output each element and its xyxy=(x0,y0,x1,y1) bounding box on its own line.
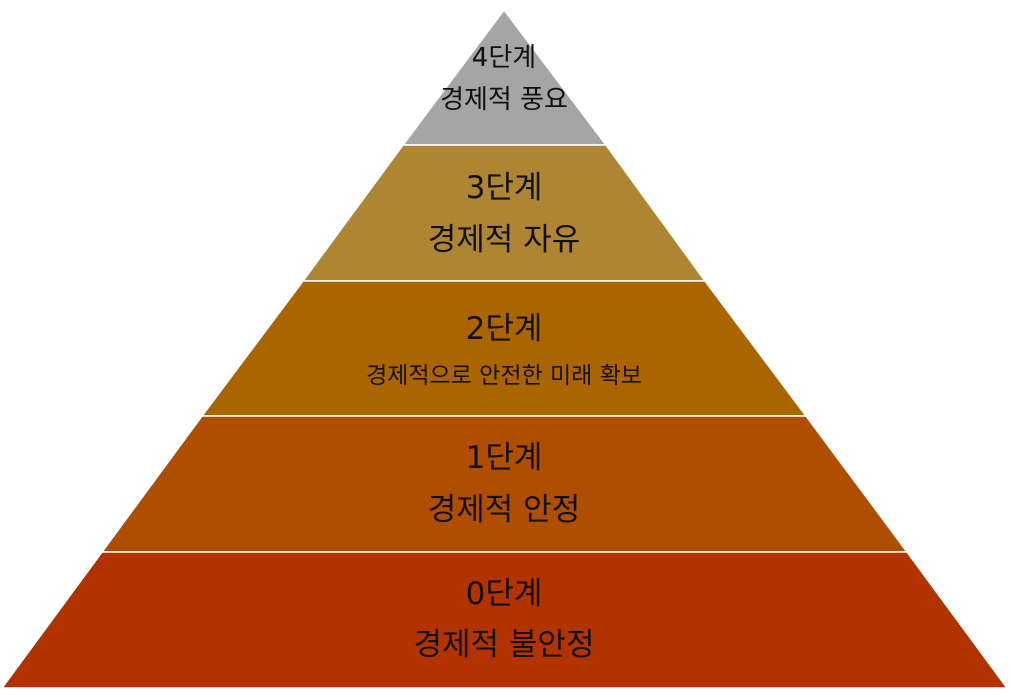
pyramid-level-2-shape xyxy=(200,280,808,417)
pyramid-level-1: 1단계 경제적 안정 xyxy=(100,415,909,553)
pyramid-level-2: 2단계 경제적으로 안전한 미래 확보 xyxy=(200,280,808,417)
pyramid-level-0-stage: 0단계 xyxy=(466,576,543,612)
pyramid-level-1-description: 경제적 안정 xyxy=(428,492,580,528)
pyramid-level-1-shape xyxy=(100,415,909,553)
pyramid-level-2-description: 경제적으로 안전한 미래 확보 xyxy=(366,363,642,389)
pyramid-level-4: 4단계 경제적 풍요 xyxy=(401,8,608,146)
pyramid-level-3-description: 경제적 자유 xyxy=(428,222,580,258)
pyramid-level-0: 0단계 경제적 불안정 xyxy=(0,551,1009,689)
pyramid-level-4-description: 경제적 풍요 xyxy=(440,85,568,115)
pyramid-level-1-stage: 1단계 xyxy=(466,440,543,476)
pyramid-level-3-shape xyxy=(301,144,707,282)
pyramid-level-4-shape xyxy=(401,8,608,146)
pyramid-level-2-stage: 2단계 xyxy=(466,311,543,347)
pyramid-level-0-description: 경제적 불안정 xyxy=(414,627,595,663)
pyramid-level-0-shape xyxy=(0,551,1009,689)
pyramid-level-4-stage: 4단계 xyxy=(472,43,536,73)
pyramid-level-3-stage: 3단계 xyxy=(466,170,543,206)
pyramid-level-3: 3단계 경제적 자유 xyxy=(301,144,707,282)
